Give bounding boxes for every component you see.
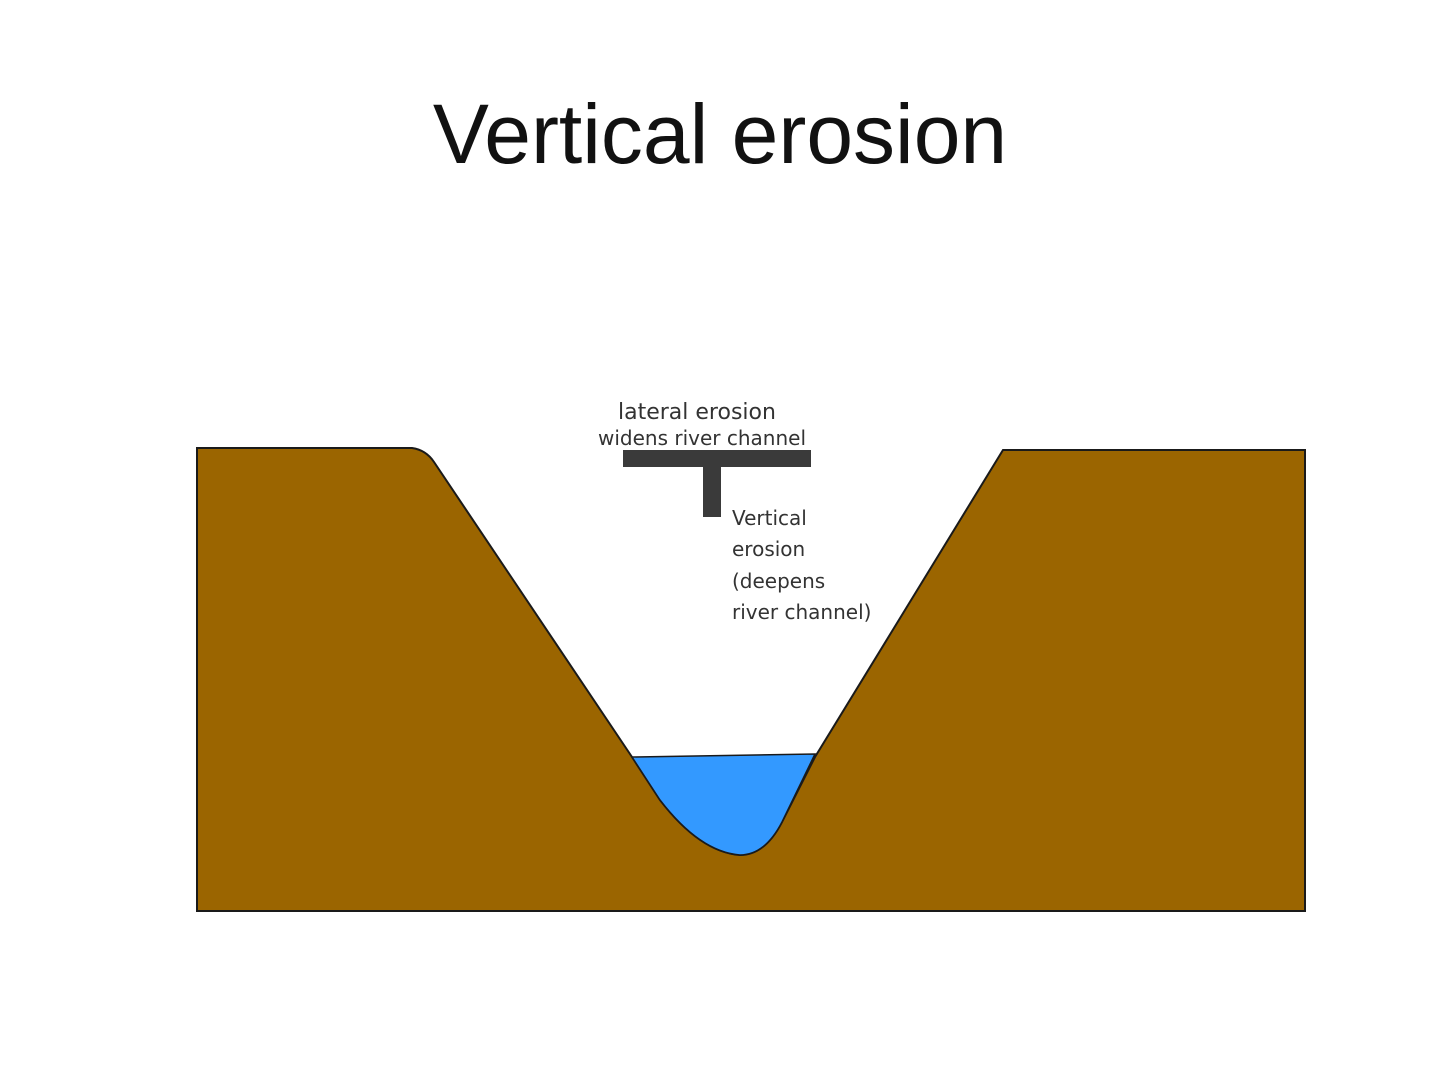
vertical-erosion-label-line4: river channel) (732, 600, 871, 624)
vertical-erosion-label-line2: erosion (732, 537, 805, 561)
river-water (630, 753, 817, 856)
lateral-erosion-bar (623, 450, 811, 467)
vertical-erosion-label-line1: Vertical (732, 506, 807, 530)
vertical-erosion-bar (703, 466, 721, 517)
lateral-erosion-label-line1: lateral erosion (618, 400, 776, 425)
vertical-erosion-label-line3: (deepens (732, 569, 825, 593)
slide-title: Vertical erosion (432, 87, 1008, 181)
lateral-erosion-label-line2: widens river channel (598, 426, 806, 450)
